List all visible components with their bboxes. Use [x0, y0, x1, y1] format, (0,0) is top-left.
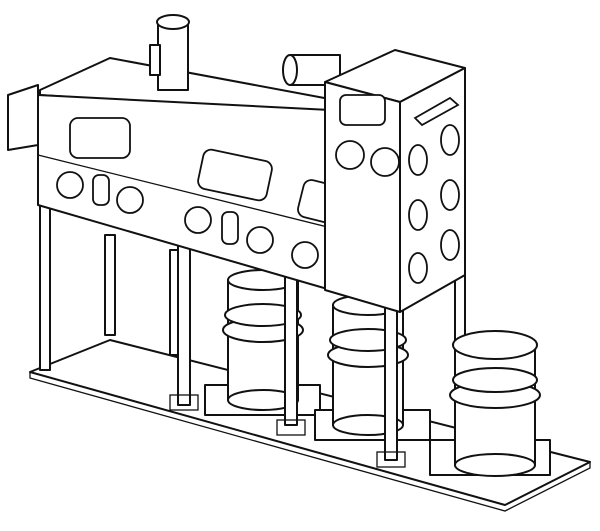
left-end-box	[7, 84, 39, 151]
frame-windows	[56, 117, 379, 289]
tower-openings	[335, 94, 460, 284]
barrel-stack-left	[204, 269, 321, 416]
base-plate-edge	[29, 372, 591, 512]
barrel-stack-right	[429, 330, 551, 477]
vertical-pipe	[149, 14, 190, 91]
horizontal-pipe	[282, 54, 341, 86]
barrel-stack-middle	[314, 294, 431, 441]
